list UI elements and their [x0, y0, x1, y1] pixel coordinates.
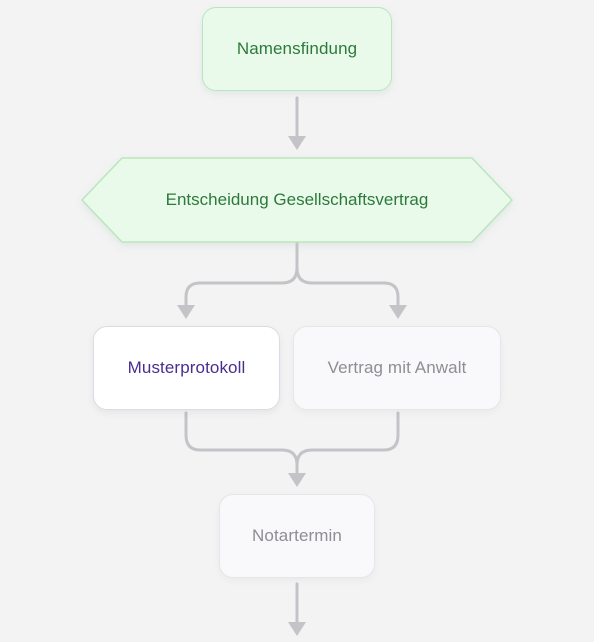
decision-label: Entscheidung Gesellschaftsvertrag: [165, 190, 429, 209]
node-vertrag-mit-anwalt[interactable]: Vertrag mit Anwalt: [293, 326, 501, 410]
arrowhead-icon: [288, 622, 306, 636]
connector-notar-down: [288, 582, 306, 636]
node-vertrag-mit-anwalt-label: Vertrag mit Anwalt: [327, 358, 467, 377]
node-notartermin-label: Notartermin: [252, 526, 342, 545]
arrowhead-icon: [288, 136, 306, 150]
node-namensfindung[interactable]: Namensfindung: [202, 7, 392, 91]
connector-name-to-decision: [288, 96, 306, 150]
connector-decision-split: [184, 242, 400, 310]
node-namensfindung-label: Namensfindung: [236, 39, 358, 58]
arrowhead-icon: [389, 305, 407, 319]
arrowhead-icon: [288, 473, 306, 487]
node-notartermin[interactable]: Notartermin: [219, 494, 375, 578]
decision-hexagon[interactable]: [81, 157, 513, 243]
node-musterprotokoll[interactable]: Musterprotokoll: [93, 326, 280, 410]
arrowhead-icon: [177, 305, 195, 319]
connector-merge: [184, 411, 400, 478]
node-musterprotokoll-label: Musterprotokoll: [127, 358, 246, 377]
